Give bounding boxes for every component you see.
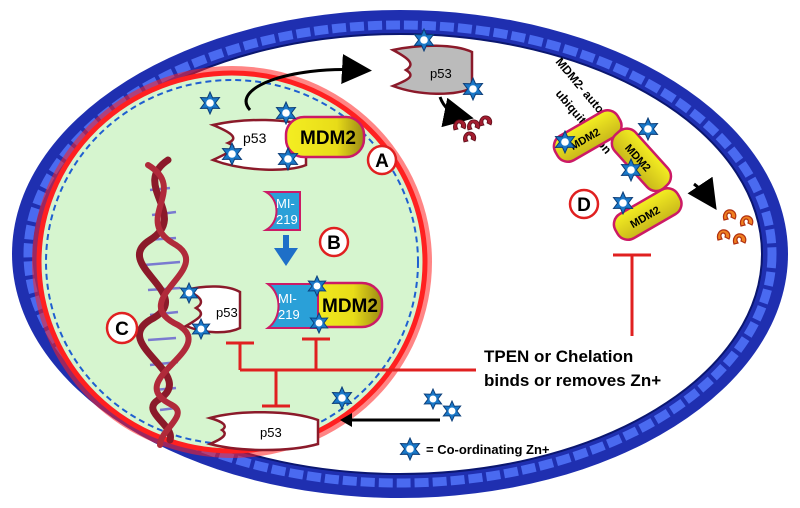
mi219-bound-line2: 219 [278,307,300,322]
free-p53: p53 [205,410,320,452]
tpen-text: TPEN or Chelation binds or removes Zn+ [484,347,661,390]
circle-c-label: C [115,319,129,340]
nucleus [32,66,432,458]
binding-arrow-icon [274,235,298,266]
circle-b: B [318,226,350,258]
dna-helix-icon [135,156,192,448]
circle-d-label: D [577,195,591,216]
degradation-arrow-icon [438,96,474,128]
legend-label: = Co-ordinating Zn+ [426,442,550,457]
circle-b-label: B [327,233,341,254]
mi219-label-line2: 219 [276,212,298,227]
circle-c: C [105,311,139,345]
p53-label-a: p53 [243,130,267,146]
inhibition-bar-icon [226,253,651,408]
circle-a: A [366,144,398,176]
tpen-line1: TPEN or Chelation [484,347,633,366]
mi219-label-line1: MI- [276,196,295,211]
mdm2-dimer-d: MDM2 MDM2 MDM2 [552,109,683,241]
zinc-removal-arrow-icon [340,413,440,427]
mi219-free: MI- 219 [262,191,301,231]
mdm2-label-a: MDM2 [300,128,356,149]
complex-c-p53-dna: p53 [182,285,242,334]
p53-label-free: p53 [260,425,282,440]
p53-label-c: p53 [216,305,238,320]
mdm2-label-b: MDM2 [322,296,378,317]
p53-label-cytoplasm: p53 [430,66,452,81]
cytoplasm-p53: p53 [389,44,474,95]
circle-d: D [568,188,600,220]
mi219-bound-line1: MI- [278,291,297,306]
degradation-arrow-d-icon [687,176,717,210]
circle-a-label: A [375,151,389,172]
legend: = Co-ordinating Zn+ [400,437,550,461]
tpen-line2: binds or removes Zn+ [484,371,661,390]
export-arrow-icon [244,54,372,112]
